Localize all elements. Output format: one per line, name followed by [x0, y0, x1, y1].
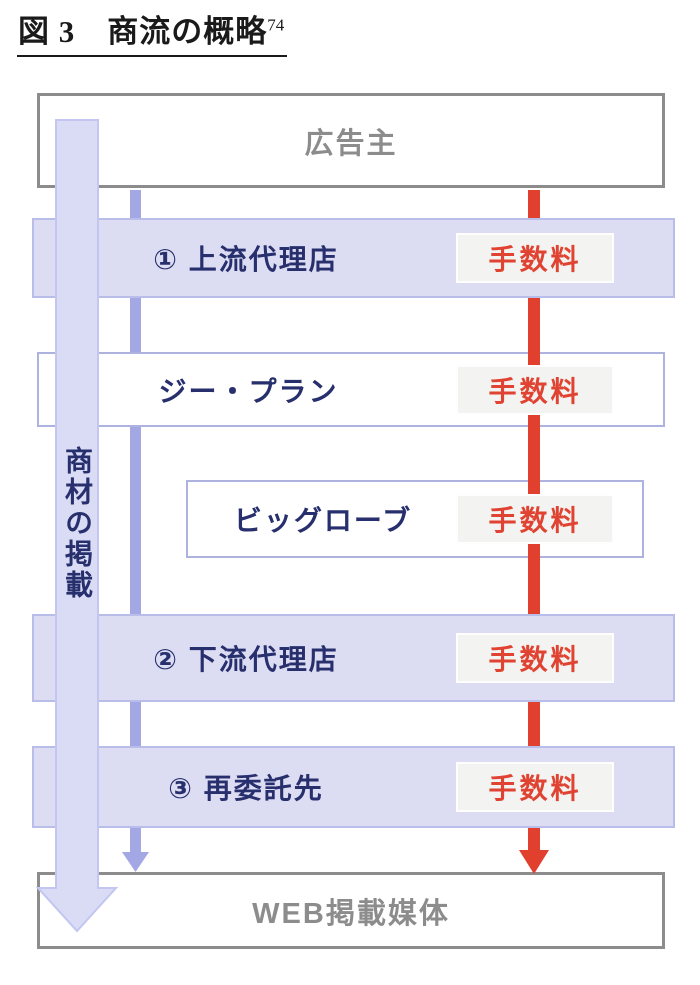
figure-title: 図 3 商流の概略74 [17, 14, 288, 57]
fee-badge: 手数料 [456, 365, 614, 415]
publisher-label: WEB掲載媒体 [252, 897, 450, 930]
figure-title-text: 図 3 商流の概略 [18, 14, 268, 49]
fee-badge: 手数料 [456, 762, 614, 812]
placement-arrow-label: 商材の掲載 [62, 446, 93, 601]
row-label: ② 下流代理店 [153, 644, 339, 675]
row-label: ジー・プラン [158, 375, 339, 407]
row-label: ビッグローブ [233, 505, 413, 536]
fee-badge: 手数料 [456, 633, 614, 683]
row-gplan: ジー・プラン [37, 352, 665, 427]
advertiser-box: 広告主 [37, 93, 665, 188]
fee-badge: 手数料 [456, 494, 614, 544]
publisher-box: WEB掲載媒体 [37, 872, 665, 949]
footnote-reference: 74 [267, 15, 285, 35]
figure-title-block: 図 3 商流の概略74 [17, 14, 288, 57]
advertiser-label: 広告主 [304, 127, 398, 160]
row-label: ① 上流代理店 [153, 244, 339, 275]
product-placement-down-arrow-icon [35, 119, 119, 933]
agency-flow-down-arrow-icon [122, 190, 149, 872]
row-label: ③ 再委託先 [168, 773, 324, 804]
fee-badge: 手数料 [456, 233, 614, 283]
